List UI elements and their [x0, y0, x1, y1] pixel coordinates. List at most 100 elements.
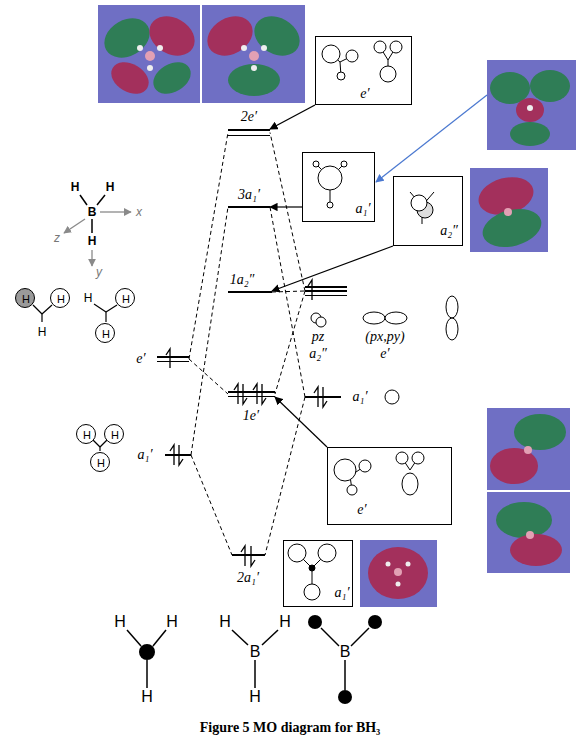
orbital-render: [487, 408, 570, 573]
level-line: [232, 554, 265, 556]
orbital-box: a₁′: [283, 540, 353, 607]
orbital-label: a₂″: [440, 224, 458, 238]
correlation-line: [191, 455, 232, 555]
atom-label: H: [102, 329, 110, 340]
level-line: [305, 286, 347, 288]
orbital-label: a₁′: [353, 390, 368, 404]
energy-level: a₁′: [165, 454, 191, 456]
atom-label: H: [122, 294, 130, 305]
hydrogen-orbital-circle: H: [95, 323, 115, 343]
correlation-line: [270, 133, 305, 292]
axis-label: x: [136, 206, 142, 218]
correlation-line: [191, 207, 228, 455]
atom-label: H: [88, 235, 97, 247]
atom-label: H: [83, 430, 91, 441]
hydrogen-orbital-circle: H: [115, 288, 135, 308]
energy-level: e′: [157, 356, 189, 362]
orbital-box: a₁′: [302, 152, 375, 222]
orbital-label: a₁′: [138, 448, 153, 462]
energy-level: 3a₁′: [228, 206, 270, 208]
orbital-label: (px,py): [365, 330, 404, 344]
orbital-box: e′: [315, 36, 412, 105]
atom-label: H: [57, 294, 65, 305]
orbital-label: a₂″: [309, 347, 327, 361]
orbital-label: 3a₁′: [238, 188, 260, 202]
orbital-label: 2a₁′: [237, 571, 259, 585]
orbital-label: a₁′: [335, 586, 350, 600]
callout-arrow: [275, 397, 327, 447]
atom-label: B: [340, 644, 351, 660]
orbital-label: 1a₂″: [230, 273, 255, 287]
bh3-structure: [80, 195, 105, 233]
orbital-label: 2e′: [241, 110, 257, 124]
atom-label: H: [279, 614, 291, 630]
callout-arrow: [270, 105, 315, 129]
atom-label: H: [22, 294, 30, 305]
atom-label: H: [106, 181, 115, 193]
orbital-render: [470, 168, 548, 253]
orbital-label: e′: [357, 503, 366, 517]
atom-label: H: [249, 689, 261, 705]
orbital-box: a₂″: [393, 176, 463, 246]
electron-arrows: [166, 280, 327, 566]
hydrogen-orbital-circle: H: [15, 288, 35, 308]
orbital-label: e′: [380, 347, 389, 361]
correlation-line: [189, 359, 228, 394]
atom-label: H: [219, 614, 231, 630]
axis-arrows: [64, 212, 131, 266]
energy-level: a₁′: [305, 396, 341, 398]
orbital-label: pz: [312, 330, 324, 344]
level-line: [305, 290, 347, 292]
orbital-render: [360, 540, 437, 607]
atom-label: H: [111, 430, 119, 441]
correlation-line: [265, 397, 305, 555]
level-line: [228, 391, 275, 393]
correlation-line: [270, 207, 305, 397]
level-line: [228, 396, 275, 398]
level-line: [305, 295, 347, 297]
hydrogen-orbital-circle: H: [90, 452, 110, 472]
energy-level: 2e′: [228, 129, 270, 136]
bottom-structures: [127, 628, 369, 690]
energy-level: 2a₁′: [232, 554, 265, 556]
orbital-label: e′: [136, 352, 145, 366]
level-line: [165, 454, 191, 456]
energy-level: 1a₂″: [228, 291, 272, 293]
orbital-label: 1e′: [243, 409, 259, 423]
energy-level: 1e′: [228, 391, 275, 397]
level-line: [228, 291, 272, 293]
orbital-label: a₁′: [356, 202, 371, 216]
hydrogen-orbital-circle: H: [50, 288, 70, 308]
callout-arrow: [272, 246, 393, 291]
atom-label: H: [141, 689, 153, 705]
atomic-orbital-sketch: [311, 296, 458, 404]
atom-label: H: [38, 326, 47, 338]
level-line: [228, 129, 270, 131]
orbital-render: [97, 5, 307, 103]
atom-label: H: [84, 292, 93, 304]
orbital-box: e′: [327, 447, 452, 525]
orbital-render: [487, 60, 576, 150]
lcao-sketch: [288, 41, 434, 600]
level-line: [305, 396, 341, 398]
level-line: [228, 135, 270, 137]
hydrogen-orbital-circle: H: [76, 424, 96, 444]
atom-dots: [139, 615, 382, 704]
atom-label: B: [88, 206, 97, 218]
correlation-line: [275, 291, 305, 394]
atom-label: H: [114, 614, 126, 630]
atom-label: B: [250, 644, 261, 660]
level-line: [228, 206, 270, 208]
figure-caption: Figure 5 MO diagram for BH₃: [200, 721, 381, 735]
atom-label: H: [97, 458, 105, 469]
correlation-line: [272, 291, 305, 292]
hydrogen-orbital-circle: H: [104, 424, 124, 444]
atom-label: H: [166, 614, 178, 630]
leader-arrow: [376, 95, 487, 182]
orbital-label: e′: [360, 87, 369, 101]
level-line: [157, 361, 189, 363]
axis-label: y: [96, 266, 102, 278]
